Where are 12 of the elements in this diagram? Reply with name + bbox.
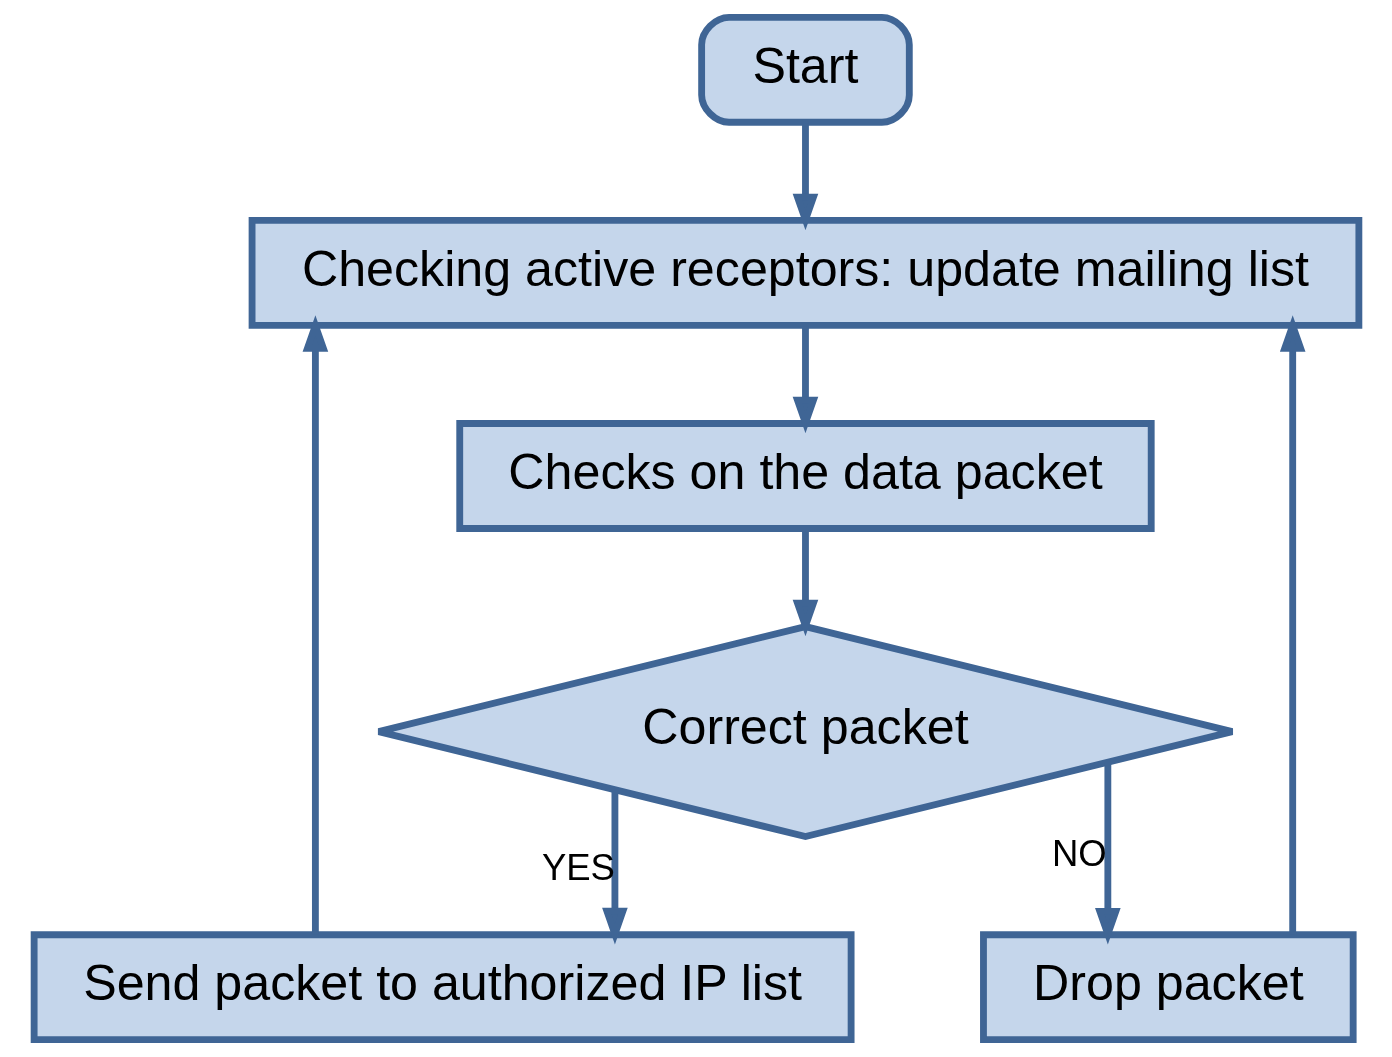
node-box: Start [697, 13, 913, 126]
arrow [1094, 762, 1121, 945]
arrow [302, 315, 328, 935]
arrow [792, 529, 818, 637]
node-box: Checking active receptors: update mailing list [248, 217, 1362, 329]
arrow [1279, 315, 1305, 935]
arrow [792, 123, 818, 231]
node-box: Checks on the data packet [455, 420, 1155, 532]
node-box: Send packet to authorized IP list [30, 931, 855, 1044]
arrow [792, 326, 818, 434]
arrow [601, 790, 628, 945]
node-box: Drop packet [979, 931, 1357, 1044]
